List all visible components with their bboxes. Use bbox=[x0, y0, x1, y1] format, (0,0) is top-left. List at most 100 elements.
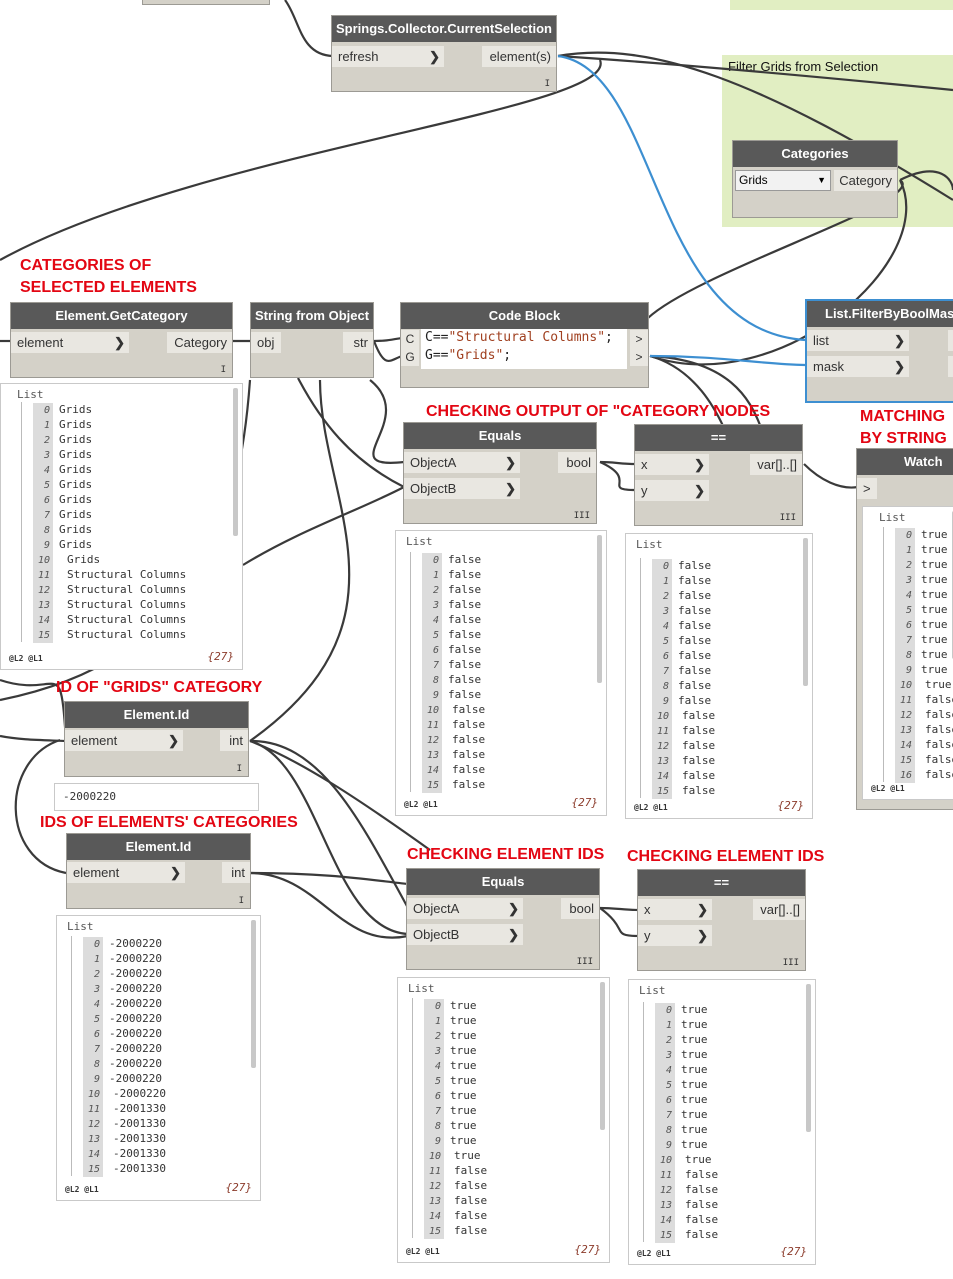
var-output-port[interactable]: var[]..[] bbox=[753, 899, 805, 920]
equals-operator-node[interactable]: == x❯ y❯ var[]..[] III bbox=[637, 869, 806, 971]
output-port[interactable] bbox=[948, 330, 953, 351]
preview-list-item: 3-2000220 bbox=[83, 981, 162, 997]
element-id-node[interactable]: Element.Id element❯ int I bbox=[64, 701, 249, 777]
list-value: false bbox=[682, 769, 716, 782]
equals-node[interactable]: Equals ObjectA❯ ObjectB❯ bool III bbox=[403, 422, 597, 524]
objectb-input-port[interactable]: ObjectB❯ bbox=[404, 478, 520, 499]
element-id-node[interactable]: Element.Id element❯ int I bbox=[66, 833, 251, 909]
preview-scrollbar[interactable] bbox=[600, 982, 605, 1130]
y-input-port[interactable]: y❯ bbox=[635, 480, 709, 501]
wire bbox=[0, 734, 67, 743]
list-value: Grids bbox=[59, 403, 93, 416]
preview-scrollbar[interactable] bbox=[233, 388, 238, 536]
output-port[interactable] bbox=[948, 356, 953, 377]
wire bbox=[372, 340, 403, 362]
bool-output-port[interactable]: bool bbox=[561, 898, 599, 919]
elements-output-port[interactable]: element(s) bbox=[482, 46, 556, 67]
equals-operator-node[interactable]: == x❯ y❯ var[]..[] III bbox=[634, 424, 803, 526]
objectb-input-port[interactable]: ObjectB❯ bbox=[407, 924, 523, 945]
list-index: 9 bbox=[83, 1072, 103, 1087]
list-value: true bbox=[685, 1153, 712, 1166]
list-index: 11 bbox=[83, 1102, 103, 1117]
int-output-port[interactable]: int bbox=[222, 862, 250, 883]
category-output-port[interactable]: Category bbox=[167, 332, 232, 353]
list-index: 4 bbox=[422, 613, 442, 628]
list-value: -2000220 bbox=[113, 1087, 166, 1100]
list-value: Grids bbox=[59, 523, 93, 536]
objecta-input-port[interactable]: ObjectA❯ bbox=[407, 898, 523, 919]
preview-list-item: 14-2001330 bbox=[83, 1146, 166, 1162]
list-index: 12 bbox=[655, 1183, 675, 1198]
list-index: 15 bbox=[895, 753, 915, 768]
y-input-port[interactable]: y❯ bbox=[638, 925, 712, 946]
string-from-object-node[interactable]: String from Object obj str bbox=[250, 302, 374, 378]
element-getcategory-node[interactable]: Element.GetCategory element❯ Category I bbox=[10, 302, 233, 378]
code-block-node[interactable]: Code Block C G C=="Structural Columns"; … bbox=[400, 302, 649, 388]
var-output-port[interactable]: var[]..[] bbox=[750, 454, 802, 475]
x-input-port[interactable]: x❯ bbox=[635, 454, 709, 475]
preview-list-item: 8-2000220 bbox=[83, 1056, 162, 1072]
port-label: ObjectA bbox=[413, 901, 460, 916]
springs-current-selection-node[interactable]: Springs.Collector.CurrentSelection refre… bbox=[331, 15, 557, 92]
wire bbox=[649, 354, 762, 426]
list-value: false bbox=[925, 723, 953, 736]
list-value: true bbox=[921, 618, 948, 631]
partial-node[interactable] bbox=[142, 0, 270, 5]
code-input-g[interactable]: G bbox=[401, 348, 419, 366]
element-input-port[interactable]: element❯ bbox=[65, 730, 183, 751]
int-output-port[interactable]: int bbox=[220, 730, 248, 751]
preview-scrollbar[interactable] bbox=[806, 984, 811, 1132]
obj-input-port[interactable]: obj bbox=[251, 332, 281, 353]
note-checking-output: CHECKING OUTPUT OF "CATEGORY NODES bbox=[426, 403, 771, 420]
list-filterbyboolmask-node[interactable]: List.FilterByBoolMask list❯ mask❯ bbox=[805, 299, 953, 403]
list-index: 4 bbox=[424, 1059, 444, 1074]
objecta-input-port[interactable]: ObjectA❯ bbox=[404, 452, 520, 473]
preview-scrollbar[interactable] bbox=[803, 538, 808, 686]
element-input-port[interactable]: element❯ bbox=[67, 862, 185, 883]
category-output-port[interactable]: Category bbox=[834, 170, 897, 191]
code-output-2[interactable]: > bbox=[630, 348, 648, 366]
str-output-port[interactable]: str bbox=[343, 332, 373, 353]
code-editor[interactable] bbox=[421, 329, 627, 369]
code-input-c[interactable]: C bbox=[401, 330, 419, 348]
categories-node[interactable]: Categories Grids▼ Category bbox=[732, 140, 898, 218]
list-index: 10 bbox=[655, 1153, 675, 1168]
list-input-port[interactable]: list❯ bbox=[807, 330, 909, 351]
list-index: 12 bbox=[424, 1179, 444, 1194]
mask-input-port[interactable]: mask❯ bbox=[807, 356, 909, 377]
preview-scrollbar[interactable] bbox=[251, 920, 256, 1068]
watch-input-port[interactable]: > bbox=[857, 478, 877, 499]
code-output-1[interactable]: > bbox=[630, 330, 648, 348]
list-value: true bbox=[681, 1048, 708, 1061]
preview-scrollbar[interactable] bbox=[597, 535, 602, 683]
list-value: false bbox=[454, 1164, 488, 1177]
refresh-input-port[interactable]: refresh❯ bbox=[332, 46, 444, 67]
list-value: true bbox=[681, 1063, 708, 1076]
list-value: false bbox=[452, 718, 486, 731]
equals-node[interactable]: Equals ObjectA❯ ObjectB❯ bool III bbox=[406, 868, 600, 970]
element-input-port[interactable]: element❯ bbox=[11, 332, 129, 353]
list-index: 5 bbox=[83, 1012, 103, 1027]
bool-output-port[interactable]: bool bbox=[558, 452, 596, 473]
list-value: true bbox=[681, 1018, 708, 1031]
x-input-port[interactable]: x❯ bbox=[638, 899, 712, 920]
chevron-right-icon: ❯ bbox=[894, 359, 905, 374]
note-ids-elements: IDS OF ELEMENTS' CATEGORIES bbox=[40, 814, 298, 831]
category-dropdown[interactable]: Grids▼ bbox=[735, 170, 831, 191]
wire bbox=[249, 379, 351, 742]
